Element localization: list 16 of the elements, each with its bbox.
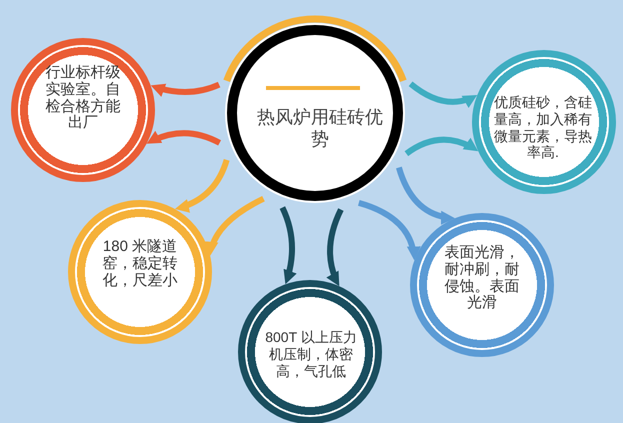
- feature-text: 优质硅砂，含硅量高，加入稀有微量元素，导热率高.: [493, 94, 593, 162]
- arrow: [174, 158, 230, 212]
- arrow: [404, 136, 480, 156]
- hub-title: 热风炉用硅砖优势: [256, 106, 384, 150]
- arrow: [326, 208, 344, 288]
- feature-text: 180 米隧道窑，稳定转化，尺差小: [102, 239, 178, 290]
- arrow: [205, 196, 265, 256]
- feature-text: 表面光滑，耐冲刷，耐侵蚀。表面光滑: [444, 245, 520, 312]
- arrow: [358, 200, 420, 261]
- feature-text: 800T 以上压力机压制，体密高，气孔低: [264, 329, 358, 380]
- arrow: [145, 130, 221, 146]
- feature-text: 行业标杆级实验室。自检合格方能出厂: [45, 65, 121, 132]
- arrow: [408, 81, 479, 108]
- arrow: [396, 166, 456, 224]
- arrow: [280, 206, 296, 286]
- arrow: [150, 82, 220, 97]
